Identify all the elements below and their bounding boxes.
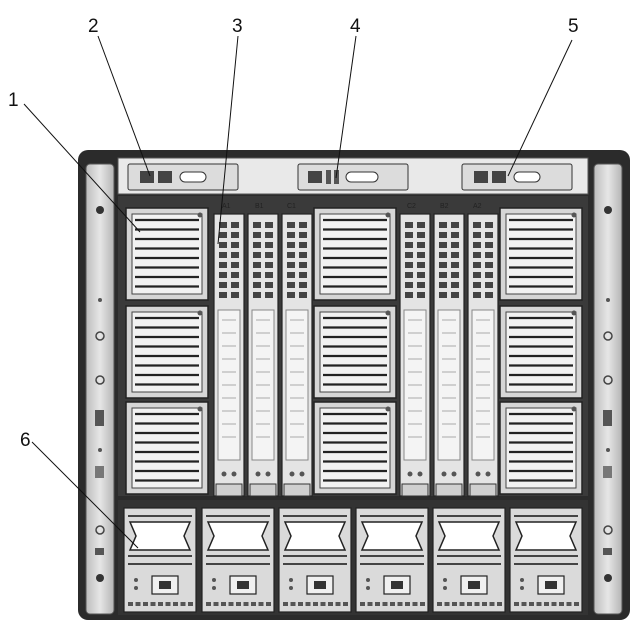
callout-numbers: 1 2 3 4 5 6 xyxy=(8,16,579,451)
slot-labels-right: C2 B2 A2 xyxy=(407,203,482,210)
fan-module xyxy=(499,401,583,495)
callout-leaders xyxy=(23,35,573,549)
leader-3 xyxy=(217,35,239,245)
fan-module xyxy=(125,401,209,495)
cmc-module-left xyxy=(127,163,239,191)
io-module xyxy=(433,213,465,497)
io-modules xyxy=(213,213,499,497)
leader-4 xyxy=(335,35,357,179)
callout-5: 5 xyxy=(568,16,579,37)
fan-module xyxy=(499,305,583,399)
fan-module xyxy=(125,305,209,399)
leader-1 xyxy=(23,103,141,233)
fan-module xyxy=(313,401,397,495)
io-module xyxy=(247,213,279,497)
slot-label-c2: C2 xyxy=(407,203,416,210)
io-module xyxy=(467,213,499,497)
io-module xyxy=(399,213,431,497)
io-module xyxy=(213,213,245,497)
callout-3: 3 xyxy=(232,16,243,37)
slot-label-a1: A1 xyxy=(222,203,231,210)
fan-module xyxy=(313,305,397,399)
power-supply xyxy=(509,507,583,613)
slot-labels-left: A1 B1 C1 xyxy=(222,203,296,210)
slot-label-b2: B2 xyxy=(440,203,449,210)
slot-label-a2: A2 xyxy=(473,203,482,210)
callout-2: 2 xyxy=(88,16,99,37)
leader-5 xyxy=(507,39,573,177)
callout-6: 6 xyxy=(20,430,31,451)
slot-label-b1: B1 xyxy=(255,203,264,210)
power-supplies xyxy=(123,507,583,613)
power-supply xyxy=(123,507,197,613)
fan-module xyxy=(125,207,209,301)
fan-module xyxy=(499,207,583,301)
io-module xyxy=(281,213,313,497)
callout-4: 4 xyxy=(350,16,361,37)
slot-label-c1: C1 xyxy=(287,203,296,210)
left-side-rail xyxy=(85,163,115,615)
leader-2 xyxy=(97,35,151,177)
fan-module xyxy=(313,207,397,301)
cmc-module-right xyxy=(461,163,573,191)
power-supply xyxy=(201,507,275,613)
fan-modules xyxy=(125,207,583,495)
right-side-rail xyxy=(593,163,623,615)
power-supply xyxy=(278,507,352,613)
power-supply xyxy=(432,507,506,613)
callout-1: 1 xyxy=(8,90,19,111)
leader-6 xyxy=(31,441,139,549)
ikvm-module xyxy=(297,163,409,191)
power-supply xyxy=(355,507,429,613)
